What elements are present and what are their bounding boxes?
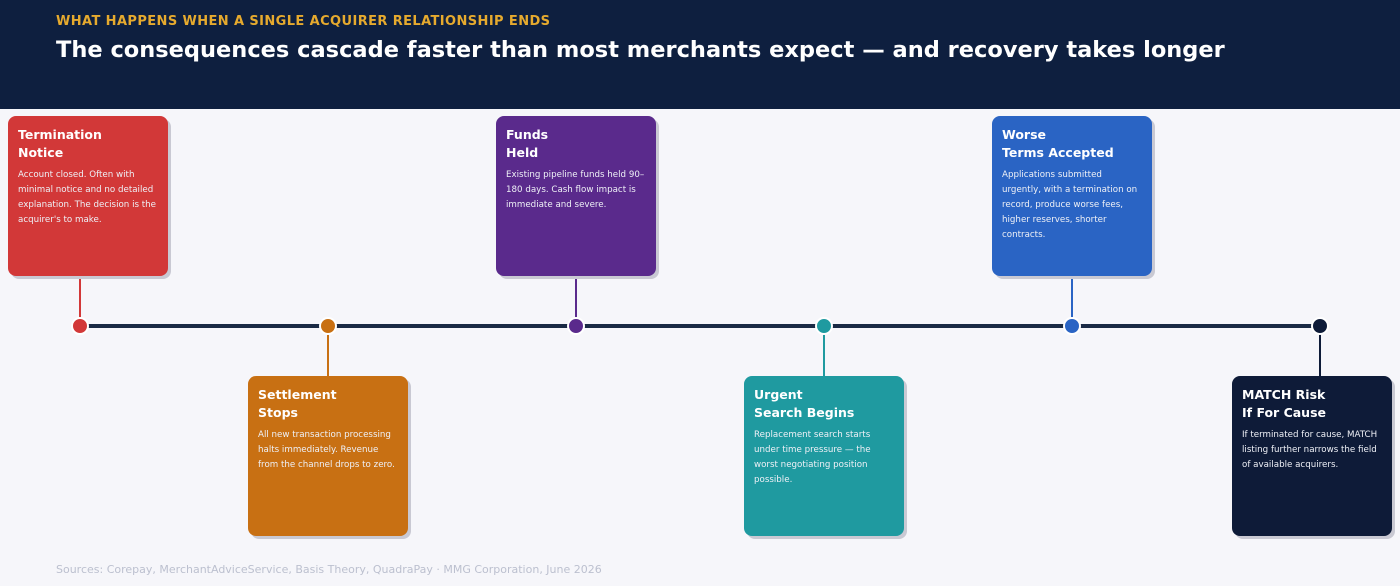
- step-description: Account closed. Often with minimal notic…: [18, 170, 157, 225]
- step-description: Applications submitted urgently, with a …: [1002, 170, 1138, 240]
- step-5-marker: [1063, 317, 1081, 335]
- step-5-connector: [1071, 277, 1073, 325]
- page-title: The consequences cascade faster than mos…: [56, 37, 1225, 63]
- step-1-connector: [79, 277, 81, 325]
- step-2-marker: [319, 317, 337, 335]
- step-3-connector: [575, 277, 577, 325]
- step-6-connector: [1319, 326, 1321, 376]
- step-description: Replacement search starts under time pre…: [754, 430, 871, 485]
- step-3-marker: [567, 317, 585, 335]
- step-description: All new transaction processing halts imm…: [258, 430, 395, 470]
- step-4-connector: [823, 326, 825, 376]
- kicker: WHAT HAPPENS WHEN A SINGLE ACQUIRER RELA…: [56, 14, 551, 29]
- step-6-marker: [1311, 317, 1329, 335]
- step-description: Existing pipeline funds held 90–180 days…: [506, 170, 645, 210]
- header-banner: WHAT HAPPENS WHEN A SINGLE ACQUIRER RELA…: [0, 0, 1400, 109]
- step-2-connector: [327, 326, 329, 376]
- step-4-marker: [815, 317, 833, 335]
- timeline-axis: [80, 324, 1320, 328]
- step-description: If terminated for cause, MATCH listing f…: [1242, 430, 1378, 470]
- step-1-marker: [71, 317, 89, 335]
- sources-footnote: Sources: Corepay, MerchantAdviceService,…: [56, 563, 602, 576]
